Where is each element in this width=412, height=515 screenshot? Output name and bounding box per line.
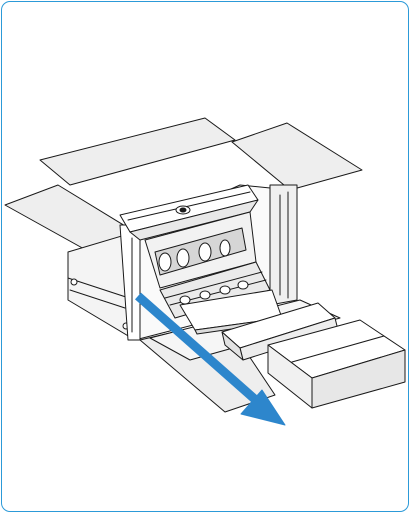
accessory-box xyxy=(267,319,406,409)
printer-unit xyxy=(119,184,283,335)
box-right-flap xyxy=(231,122,363,191)
box-handle-hole xyxy=(70,278,78,286)
box-back-flap xyxy=(39,117,236,186)
remove-direction-arrow xyxy=(135,292,286,426)
box-right-wall xyxy=(269,184,298,306)
